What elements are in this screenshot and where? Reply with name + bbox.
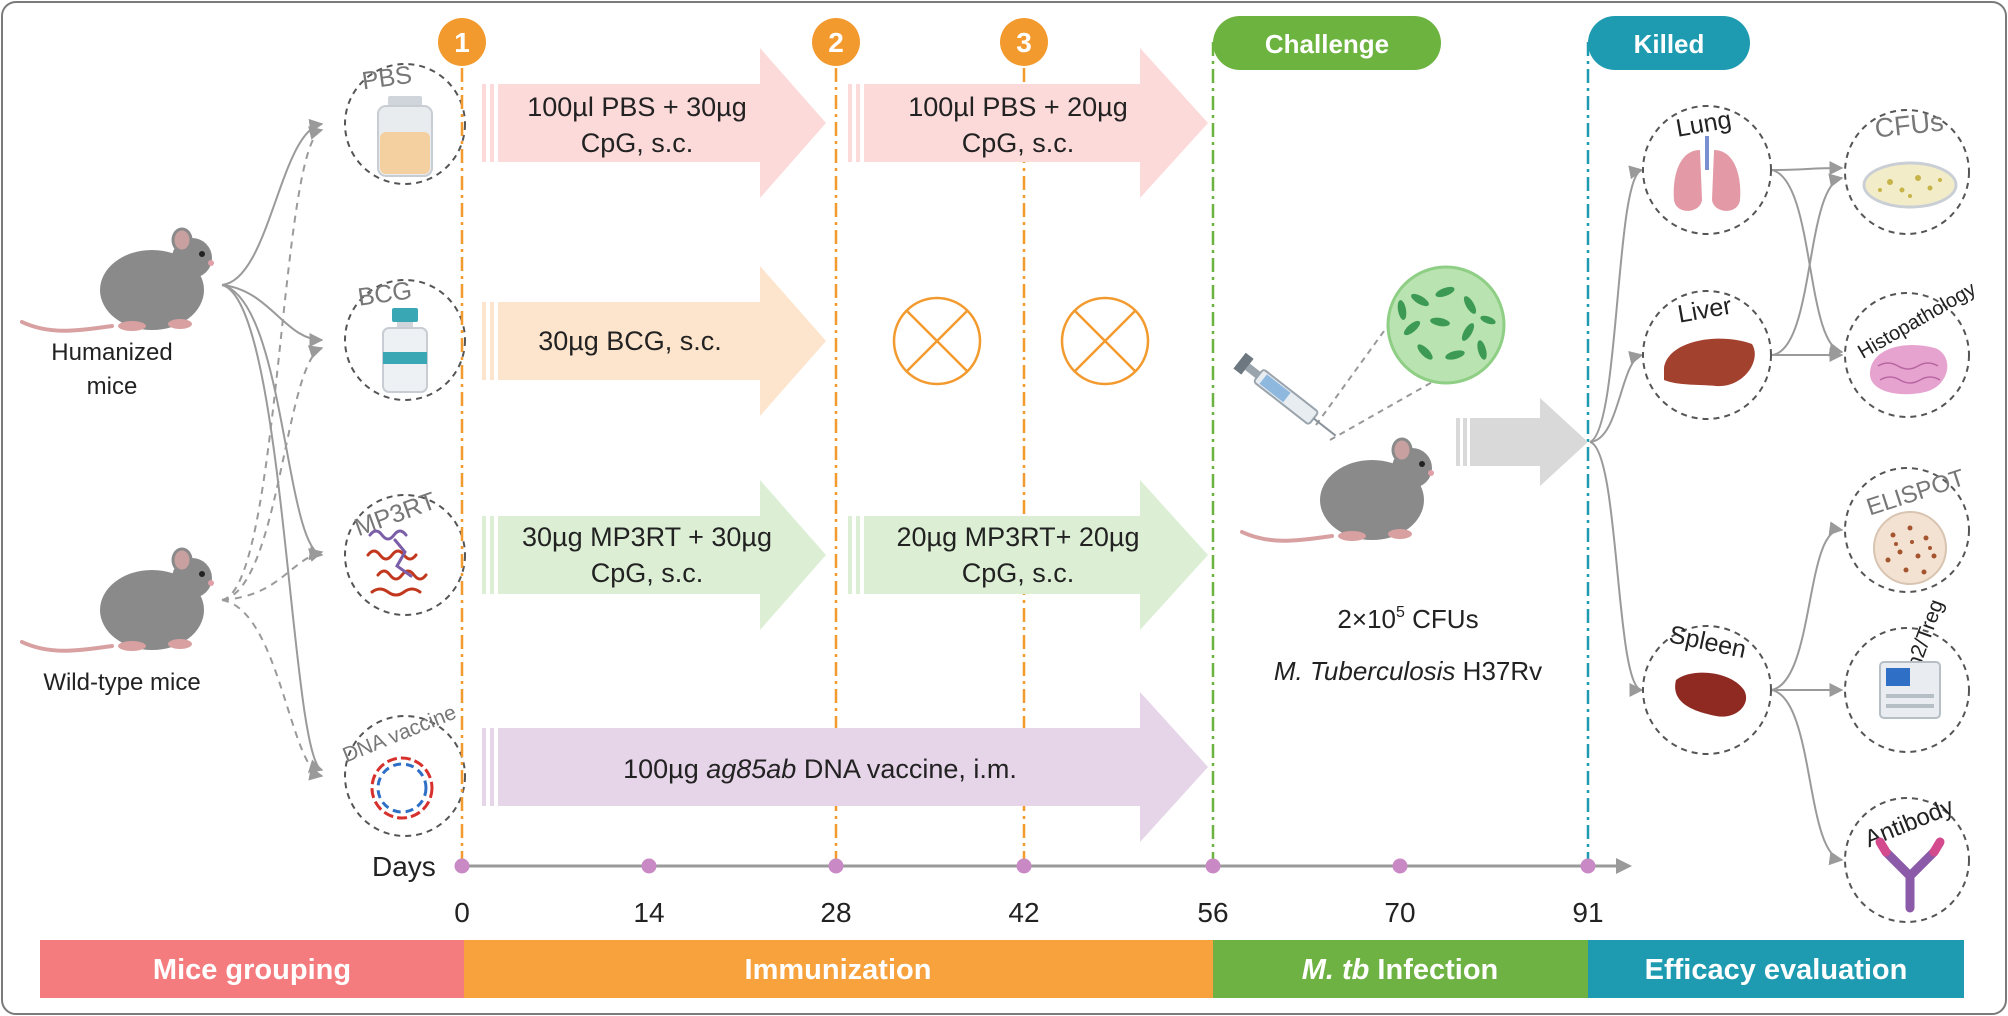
marker-2-label: 2 bbox=[828, 27, 844, 58]
tick-label-day-0: 0 bbox=[454, 897, 470, 928]
evaluation-connectors bbox=[1589, 161, 1844, 866]
days-axis-label: Days bbox=[372, 851, 436, 882]
challenge-pill: Challenge bbox=[1213, 16, 1441, 70]
bcg-vial-icon bbox=[382, 308, 428, 393]
bacteria-zoom-icon bbox=[1315, 265, 1506, 441]
flow-cytometer-icon bbox=[1879, 661, 1941, 719]
mp3rt-group-circle: MP3RT bbox=[344, 487, 466, 616]
no-dose-icon-2 bbox=[892, 296, 982, 386]
plasmid-dna-icon bbox=[370, 756, 434, 820]
liver-icon bbox=[1664, 338, 1755, 387]
pbs-dose-2-line2: CpG, s.c. bbox=[962, 128, 1075, 158]
wildtype-mice-label: Wild-type mice bbox=[43, 669, 200, 696]
tick-day-28 bbox=[828, 858, 844, 874]
tick-day-70 bbox=[1392, 858, 1408, 874]
elispot-well-icon bbox=[1873, 511, 1947, 585]
spleen-circle: Spleen bbox=[1642, 620, 1772, 755]
spleen-icon bbox=[1675, 672, 1747, 717]
tick-label-day-28: 28 bbox=[820, 897, 851, 928]
petri-dish-icon bbox=[1862, 161, 1958, 209]
challenge-strain-label: M. Tuberculosis H37Rv bbox=[1274, 656, 1542, 686]
pbs-regimen-arrow-2: 100µl PBS + 20µg CpG, s.c. bbox=[848, 48, 1208, 198]
killed-pill: Killed bbox=[1588, 16, 1750, 70]
immunization-marker-3: 3 bbox=[1000, 18, 1048, 66]
liver-circle: Liver bbox=[1642, 290, 1772, 420]
lung-circle: Lung bbox=[1642, 105, 1772, 235]
tick-day-56 bbox=[1205, 858, 1221, 874]
mp3rt-regimen-arrow-1: 30µg MP3RT + 30µg CpG, s.c. bbox=[482, 480, 826, 630]
humanized-mice-label-1: Humanized bbox=[51, 339, 172, 366]
timeline-ticks bbox=[454, 858, 1596, 874]
tick-day-0 bbox=[454, 858, 470, 874]
humanized-mice-label-2: mice bbox=[87, 373, 138, 400]
marker-3-label: 3 bbox=[1016, 27, 1032, 58]
dna-regimen-arrow: 100µg ag85ab DNA vaccine, i.m. bbox=[482, 692, 1208, 842]
tick-day-42 bbox=[1016, 858, 1032, 874]
lung-icon bbox=[1673, 136, 1741, 211]
pbs-group-circle: PBS bbox=[344, 61, 466, 185]
mp3rt-dose-1-line1: 30µg MP3RT + 30µg bbox=[522, 522, 772, 552]
tick-day-91 bbox=[1580, 858, 1596, 874]
mp3rt-dose-2-line1: 20µg MP3RT+ 20µg bbox=[897, 522, 1140, 552]
syringe-icon bbox=[1233, 352, 1337, 437]
phase-infection bbox=[1213, 940, 1588, 998]
pbs-regimen-arrow-1: 100µl PBS + 30µg CpG, s.c. bbox=[482, 48, 826, 198]
phase-efficacy-evaluation bbox=[1588, 940, 1964, 998]
cfus-circle: CFUs bbox=[1844, 107, 1970, 235]
progress-gray-arrow bbox=[1456, 398, 1588, 486]
phase-mice-grouping-label: Mice grouping bbox=[153, 954, 351, 986]
tick-label-day-14: 14 bbox=[633, 897, 664, 928]
tick-label-day-91: 91 bbox=[1572, 897, 1603, 928]
mp3rt-dose-1-line2: CpG, s.c. bbox=[591, 558, 704, 588]
cfus-label: CFUs bbox=[1873, 107, 1945, 144]
bcg-regimen-arrow: 30µg BCG, s.c. bbox=[482, 266, 826, 416]
mp3rt-dose-2-line2: CpG, s.c. bbox=[962, 558, 1075, 588]
dna-dose-label: 100µg ag85ab DNA vaccine, i.m. bbox=[623, 754, 1017, 784]
pbs-bottle-icon bbox=[377, 96, 433, 177]
pbs-group-label: PBS bbox=[360, 61, 413, 96]
pbs-dose-1-line2: CpG, s.c. bbox=[581, 128, 694, 158]
challenge-label: Challenge bbox=[1265, 29, 1389, 59]
tissue-section-icon bbox=[1869, 345, 1948, 395]
phase-immunization bbox=[464, 940, 1213, 998]
humanized-mouse-icon bbox=[20, 227, 214, 333]
antibody-icon bbox=[1875, 837, 1945, 913]
tick-day-14 bbox=[641, 858, 657, 874]
tick-label-day-56: 56 bbox=[1197, 897, 1228, 928]
wildtype-mouse-icon bbox=[20, 547, 214, 653]
no-dose-icon-3 bbox=[1060, 296, 1150, 386]
pbs-dose-2-line1: 100µl PBS + 20µg bbox=[908, 92, 1128, 122]
marker-1-label: 1 bbox=[454, 27, 470, 58]
killed-label: Killed bbox=[1634, 29, 1705, 59]
challenge-dose-label: 2×105 CFUs bbox=[1337, 604, 1478, 634]
bcg-dose-label: 30µg BCG, s.c. bbox=[538, 326, 722, 356]
bcg-group-circle: BCG bbox=[344, 276, 466, 401]
phase-infection-label: M. tb Infection bbox=[1302, 954, 1499, 986]
protein-structure-icon bbox=[366, 529, 428, 597]
immunization-marker-1: 1 bbox=[438, 18, 486, 66]
phase-immunization-label: Immunization bbox=[745, 954, 932, 986]
grouping-connectors bbox=[221, 118, 324, 781]
timeline-tick-labels: 0 14 28 42 56 70 91 bbox=[454, 897, 1603, 928]
challenged-mouse-icon bbox=[1240, 437, 1434, 543]
tick-label-day-42: 42 bbox=[1008, 897, 1039, 928]
timeline-axis-arrowhead bbox=[1616, 858, 1632, 874]
mp3rt-regimen-arrow-2: 20µg MP3RT+ 20µg CpG, s.c. bbox=[848, 480, 1208, 630]
immunization-marker-2: 2 bbox=[812, 18, 860, 66]
phase-mice-grouping bbox=[40, 940, 464, 998]
tick-label-day-70: 70 bbox=[1384, 897, 1415, 928]
pbs-dose-1-line1: 100µl PBS + 30µg bbox=[527, 92, 747, 122]
phase-bar: Mice grouping Immunization M. tb Infecti… bbox=[40, 940, 1964, 998]
elispot-circle: ELISPOT bbox=[1844, 464, 1970, 593]
phase-efficacy-label: Efficacy evaluation bbox=[1645, 954, 1908, 986]
